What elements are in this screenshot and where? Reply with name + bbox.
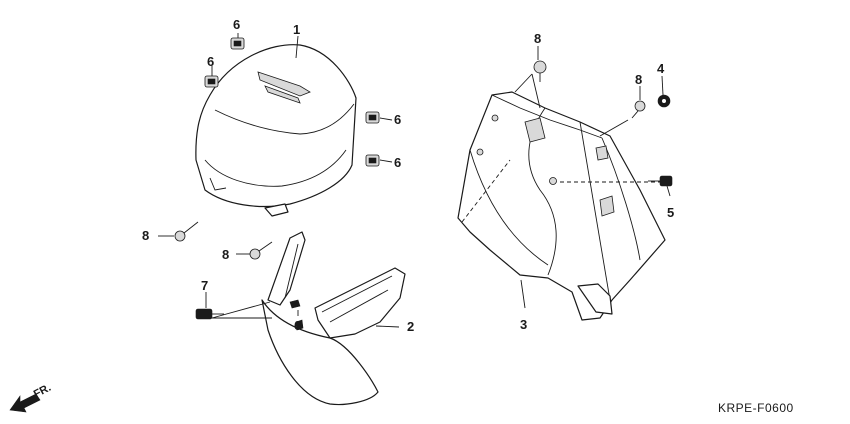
callout-8-right: 8 [635, 72, 642, 87]
callout-5: 5 [667, 205, 674, 220]
bolt-7 [195, 308, 224, 320]
callout-6-right-upper: 6 [394, 112, 401, 127]
bolt-5 [648, 175, 673, 187]
direction-label: FR. [32, 382, 53, 401]
screw-8c [533, 60, 547, 82]
part-1-front-cover [195, 44, 357, 217]
part-2-lower-cover [261, 231, 406, 406]
nut-4 [657, 94, 671, 108]
callout-2: 2 [407, 319, 414, 334]
screw-8a [174, 221, 199, 242]
callout-8-top-right: 8 [534, 31, 541, 46]
clip-nut-6d [365, 154, 380, 167]
diagram-code: KRPE-F0600 [718, 401, 794, 415]
callout-6-bottom: 6 [294, 318, 301, 333]
callout-4: 4 [657, 61, 665, 76]
clip-nut-6a [230, 37, 245, 50]
callout-6-top: 6 [233, 17, 240, 32]
clip-nut-6b [204, 75, 219, 88]
callout-6-left: 6 [207, 54, 214, 69]
screw-8d [631, 100, 646, 119]
clip-nut-6c [365, 111, 380, 124]
callout-8-middle: 8 [222, 247, 229, 262]
callout-7: 7 [201, 278, 208, 293]
callout-1: 1 [293, 22, 300, 37]
screw-8b [249, 241, 273, 260]
front-direction-arrow: FR. [9, 382, 53, 413]
leader-lines [158, 33, 671, 328]
callout-3: 3 [520, 317, 527, 332]
callout-8-left: 8 [142, 228, 149, 243]
callout-6-right-lower: 6 [394, 155, 401, 170]
part-3-inner-cover [457, 91, 666, 321]
